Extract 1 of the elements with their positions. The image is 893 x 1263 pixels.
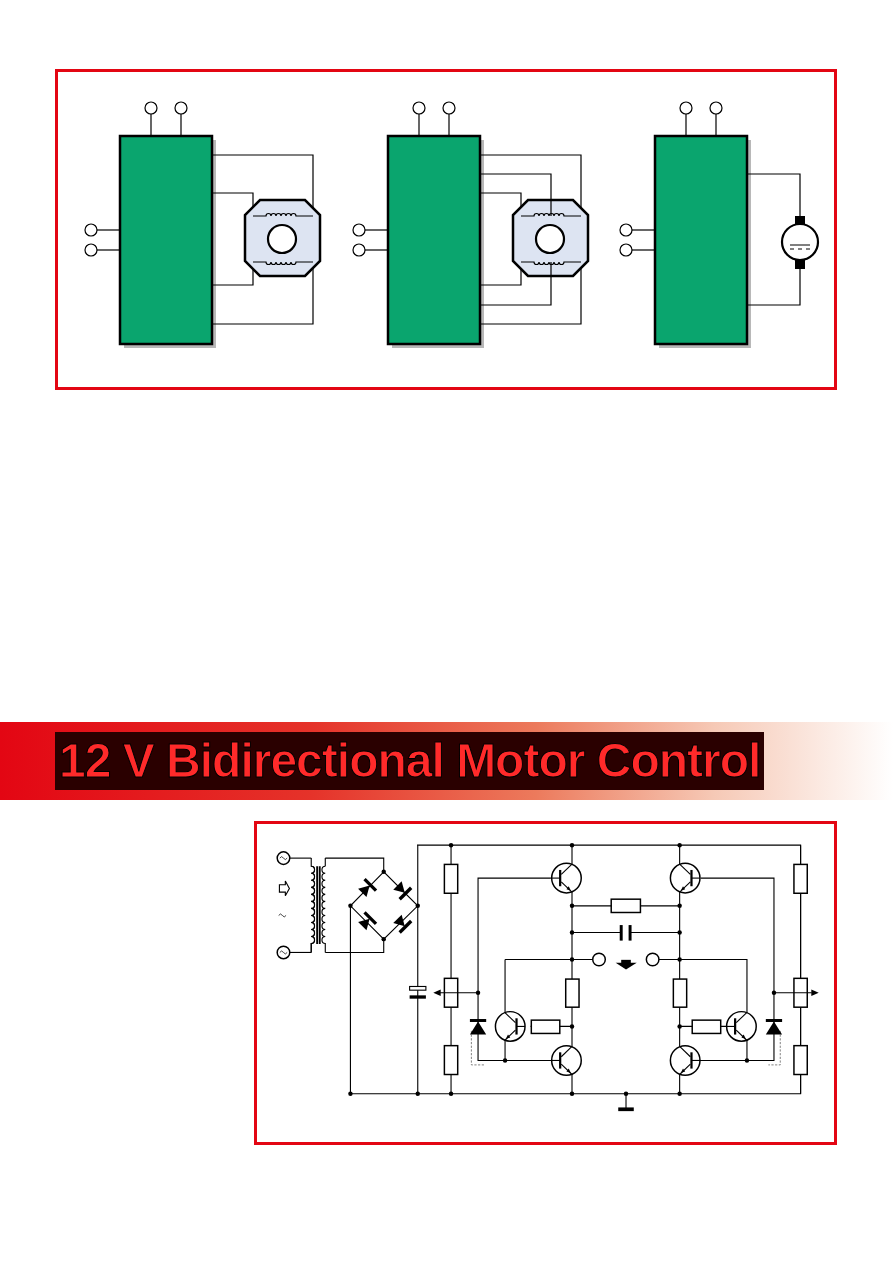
title-heading: 12 V Bidirectional Motor Control (55, 732, 765, 790)
